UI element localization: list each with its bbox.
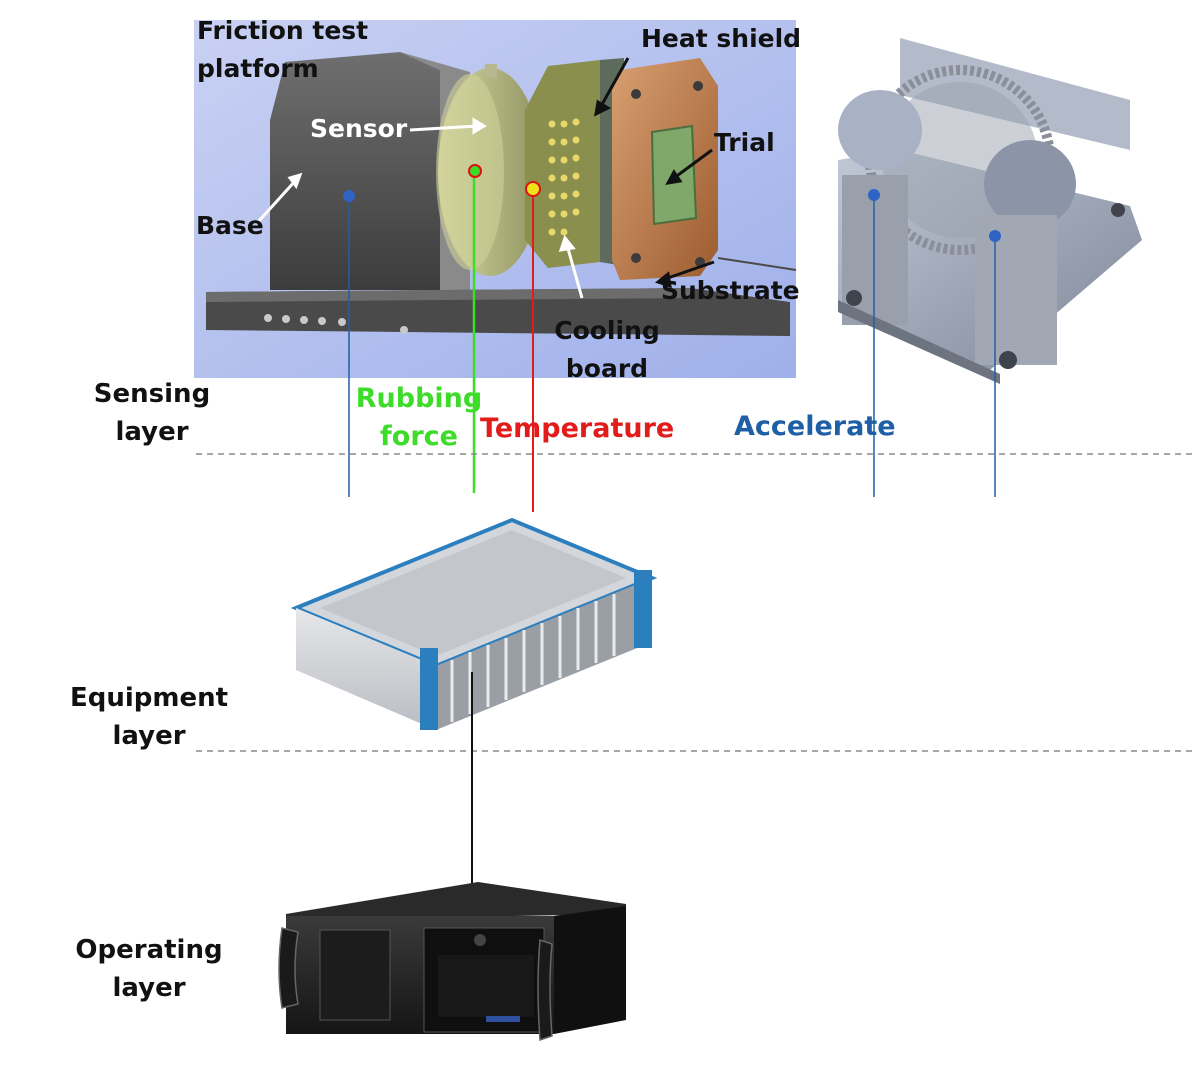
equipment-layer-label: Equipment layer: [69, 683, 229, 751]
temperature-marker: [525, 181, 541, 197]
sensing-layer-label: Sensing layer: [93, 379, 211, 447]
friction-platform-illustration: [194, 20, 797, 378]
accel-lines: [348, 195, 996, 497]
callout-arrows-dark: [594, 57, 715, 289]
operating-layer-label: Operating layer: [75, 935, 223, 1003]
cooling-board-label: Cooling board: [554, 316, 660, 383]
substrate-label: Substrate: [661, 276, 800, 305]
accel-marker-left: [868, 189, 880, 201]
friction-test-platform-title: Friction test platform: [197, 16, 369, 83]
heat-shield-label: Heat shield: [641, 24, 802, 53]
industrial-pc-illustration: [278, 882, 626, 1042]
daq-chassis-illustration: [290, 517, 658, 730]
callout-arrows: [256, 117, 584, 299]
accel-marker-base: [343, 190, 355, 202]
accel-marker-right: [989, 230, 1001, 242]
sensor-markers: [343, 164, 1001, 242]
signal-label-temperature: Temperature: [480, 413, 674, 444]
sensor-label: Sensor: [310, 114, 408, 143]
rubbing-force-marker: [468, 164, 482, 178]
signal-label-accelerate: Accelerate: [734, 411, 896, 442]
base-label: Base: [196, 211, 264, 240]
signal-label-rubbing-force: Rubbing force: [355, 383, 483, 452]
trial-label: Trial: [714, 128, 775, 157]
gearbox-assembly-illustration: [838, 38, 1142, 384]
